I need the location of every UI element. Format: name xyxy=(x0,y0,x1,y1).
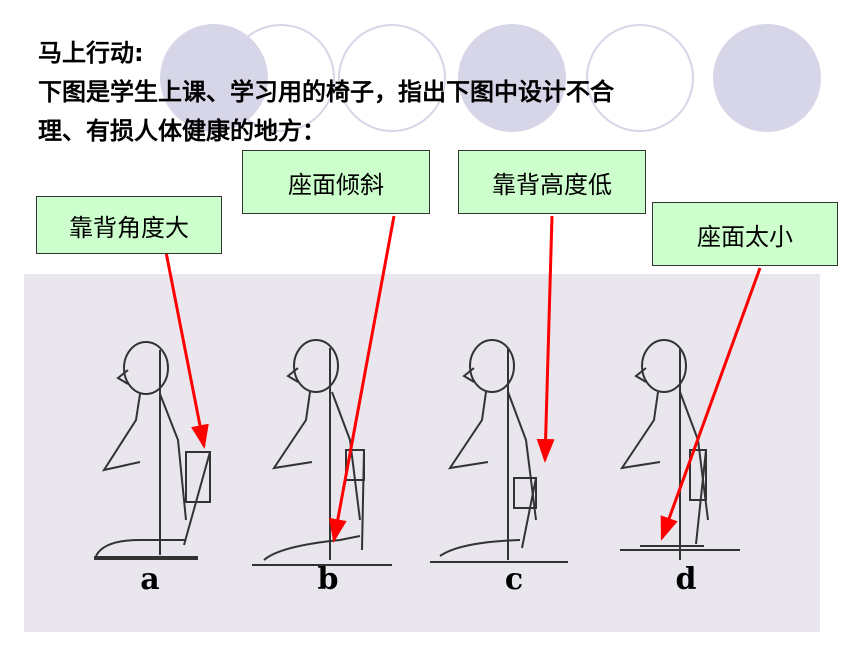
chair-letter-b: b xyxy=(317,562,339,597)
label-seat-tilt: 座面倾斜 xyxy=(242,150,430,214)
chair-letter-a: a xyxy=(140,562,160,597)
sitting-person-a xyxy=(94,341,211,560)
slide-title: 马上行动: xyxy=(38,39,144,67)
decor-circle-6 xyxy=(713,24,821,132)
slide-body-line-1: 下图是学生上课、学习用的椅子，指出下图中设计不合 xyxy=(38,78,614,106)
chair-letter-c: c xyxy=(504,562,524,597)
decor-circle-3 xyxy=(338,24,446,132)
sitting-person-b xyxy=(252,339,392,566)
label-seat-size: 座面太小 xyxy=(652,202,838,266)
slide-body-line-2: 理、有损人体健康的地方： xyxy=(38,117,326,145)
decor-circle-2 xyxy=(227,24,335,132)
arrow-c xyxy=(536,215,555,463)
chair-letter-d: d xyxy=(675,562,697,597)
slide-text: 马上行动: 下图是学生上课、学习用的椅子，指出下图中设计不合 理、有损人体健康的… xyxy=(38,34,614,151)
arrow-d xyxy=(660,267,762,541)
decor-circle-4 xyxy=(458,24,566,132)
label-backrest-angle: 靠背角度大 xyxy=(36,196,222,254)
arrow-b xyxy=(328,215,396,543)
label-backrest-height: 靠背高度低 xyxy=(458,150,646,214)
sitting-person-c xyxy=(430,339,568,563)
decor-circle-5 xyxy=(586,24,694,132)
chair-figure xyxy=(24,274,820,632)
arrow-a xyxy=(164,251,209,449)
